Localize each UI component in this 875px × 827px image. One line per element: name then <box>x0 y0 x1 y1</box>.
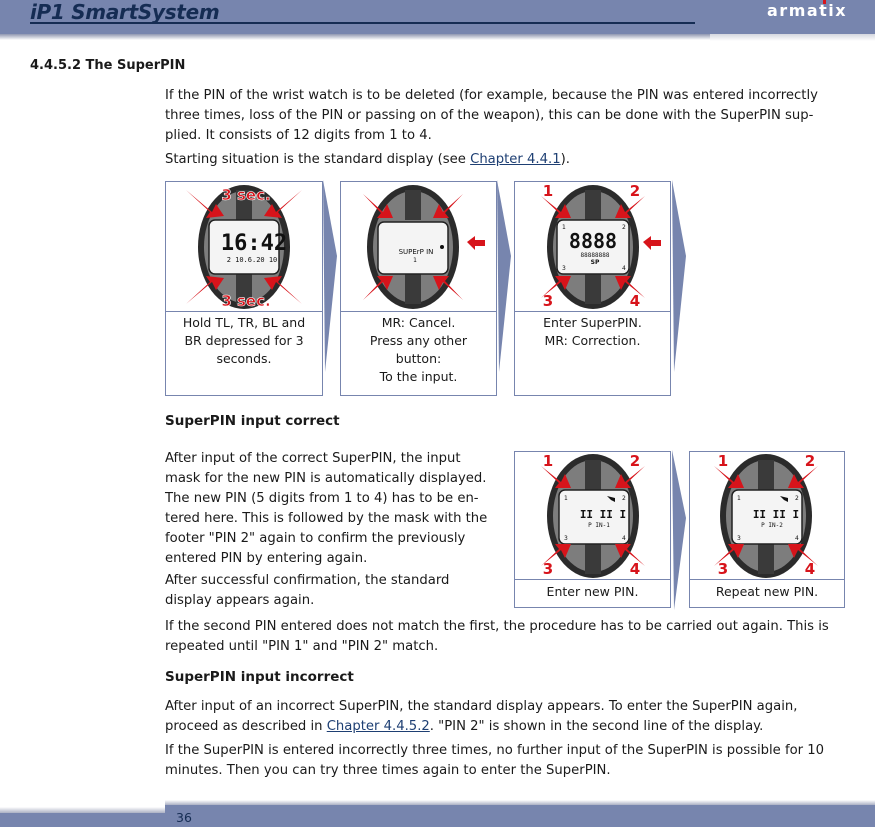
button-number: 4 <box>630 292 640 310</box>
header-shadow <box>0 34 710 40</box>
svg-text:3: 3 <box>564 535 568 542</box>
intro-paragraph: If the PIN of the wrist watch is to be d… <box>165 86 855 170</box>
three-sec-label: 3 sec. <box>221 292 270 310</box>
svg-text:SUPErP IN: SUPErP IN <box>399 248 434 256</box>
watch-image: II II I P IN-1 1 2 3 4 1 2 3 4 <box>515 452 670 580</box>
svg-text:4: 4 <box>630 560 640 578</box>
page-number: 36 <box>176 810 192 825</box>
watch-illustration: II II I P IN-1 1 2 3 4 1 2 3 4 <box>541 452 645 578</box>
step-caption: Repeat new PIN. <box>715 584 819 599</box>
svg-text:4: 4 <box>795 535 799 542</box>
document-title: iP1 SmartSystem <box>30 0 220 24</box>
intro-line: plied. It consists of 12 digits from 1 t… <box>165 128 432 143</box>
intro-line: If the PIN of the wrist watch is to be d… <box>165 88 818 103</box>
step-caption: Enter new PIN. <box>546 584 639 599</box>
watch-image: 8888 88888888 SP 1 2 3 4 1 2 3 4 <box>515 182 670 312</box>
step-caption: Hold TL, TR, BL and BR depressed for 3 s… <box>182 315 306 366</box>
svg-text:2 10.6.20 10: 2 10.6.20 10 <box>227 256 278 264</box>
watch-illustration: SUPErP IN 1 <box>363 185 485 309</box>
svg-text:88888888: 88888888 <box>581 252 610 259</box>
svg-text:1: 1 <box>562 224 566 231</box>
step-caption: Enter SuperPIN. MR: Correction. <box>543 315 642 348</box>
starting-situation: Starting situation is the standard displ… <box>165 152 570 167</box>
svg-text:2: 2 <box>795 495 799 502</box>
button-number: 2 <box>630 182 640 200</box>
footer-shadow <box>165 800 875 806</box>
watch-image: SUPErP IN 1 <box>341 182 496 312</box>
svg-text:4: 4 <box>622 265 626 272</box>
step-card-cancel-or-input: SUPErP IN 1 MR: Cancel. Press any other … <box>340 181 497 396</box>
header-right-step <box>710 22 875 34</box>
subheading-correct: SuperPIN input correct <box>165 413 340 429</box>
svg-text:SP: SP <box>591 259 600 266</box>
step-card-repeat-new-pin: II II I P IN-2 1 2 3 4 1 2 3 4 Repeat ne… <box>689 451 845 608</box>
chapter-link-4-4-1[interactable]: Chapter 4.4.1 <box>470 152 561 167</box>
svg-text:8888: 8888 <box>569 229 617 253</box>
chapter-link-4-4-5-2[interactable]: Chapter 4.4.5.2 <box>326 719 430 734</box>
svg-text:16:42: 16:42 <box>221 231 287 256</box>
incorrect-paragraph: After input of an incorrect SuperPIN, th… <box>165 699 825 778</box>
svg-text:3: 3 <box>562 265 566 272</box>
svg-text:2: 2 <box>622 495 626 502</box>
svg-text:4: 4 <box>622 535 626 542</box>
svg-text:P IN-1: P IN-1 <box>588 522 610 529</box>
intro-line: three times, loss of the PIN or passing … <box>165 108 814 123</box>
section-heading: 4.4.5.2 The SuperPIN <box>30 58 186 73</box>
title-underline <box>30 22 695 24</box>
subheading-incorrect: SuperPIN input incorrect <box>165 669 354 685</box>
step-card-enter-new-pin: II II I P IN-1 1 2 3 4 1 2 3 4 Enter new… <box>514 451 671 608</box>
watch-illustration: 8888 88888888 SP 1 2 3 4 1 2 3 4 <box>541 182 661 310</box>
svg-text:II II I: II II I <box>580 508 626 521</box>
svg-text:2: 2 <box>630 452 640 470</box>
brand-logo-dot <box>823 0 826 4</box>
footer-left-shadow <box>0 807 168 815</box>
svg-text:1: 1 <box>543 452 553 470</box>
mismatch-paragraph: If the second PIN entered does not match… <box>165 619 829 654</box>
chevron-right-icon <box>497 180 511 372</box>
footer-left-band <box>0 813 168 827</box>
button-number: 1 <box>543 182 553 200</box>
svg-text:1: 1 <box>413 257 417 264</box>
svg-text:1: 1 <box>718 452 728 470</box>
watch-image: II II I P IN-2 1 2 3 4 1 2 3 4 <box>690 452 844 580</box>
chevron-right-icon <box>323 180 337 372</box>
svg-text:3: 3 <box>737 535 741 542</box>
svg-text:4: 4 <box>805 560 815 578</box>
correct-paragraph: After input of the correct SuperPIN, the… <box>165 451 488 608</box>
brand-logo: armatix <box>767 1 848 20</box>
step-caption: MR: Cancel. Press any other button: To t… <box>369 315 468 384</box>
chevron-right-icon <box>672 180 686 372</box>
watch-illustration: II II I P IN-2 1 2 3 4 1 2 3 4 <box>714 452 818 578</box>
svg-text:II II I: II II I <box>753 508 799 521</box>
svg-text:3: 3 <box>543 560 553 578</box>
svg-text:P IN-2: P IN-2 <box>761 522 783 529</box>
svg-text:1: 1 <box>564 495 568 502</box>
three-sec-label: 3 sec. <box>221 186 270 204</box>
footer-band <box>165 805 875 827</box>
button-number: 3 <box>543 292 553 310</box>
step-card-enter-superpin: 8888 88888888 SP 1 2 3 4 1 2 3 4 Enter S… <box>514 181 671 396</box>
svg-text:2: 2 <box>805 452 815 470</box>
watch-illustration: 16:42 2 10.6.20 10 3 sec. 3 sec. <box>186 185 302 310</box>
watch-image: 16:42 2 10.6.20 10 3 sec. 3 sec. <box>166 182 322 312</box>
svg-text:2: 2 <box>622 224 626 231</box>
svg-text:3: 3 <box>718 560 728 578</box>
step-card-hold-buttons: 16:42 2 10.6.20 10 3 sec. 3 sec. Hold TL… <box>165 181 323 396</box>
svg-text:1: 1 <box>737 495 741 502</box>
chevron-right-icon <box>672 450 686 610</box>
